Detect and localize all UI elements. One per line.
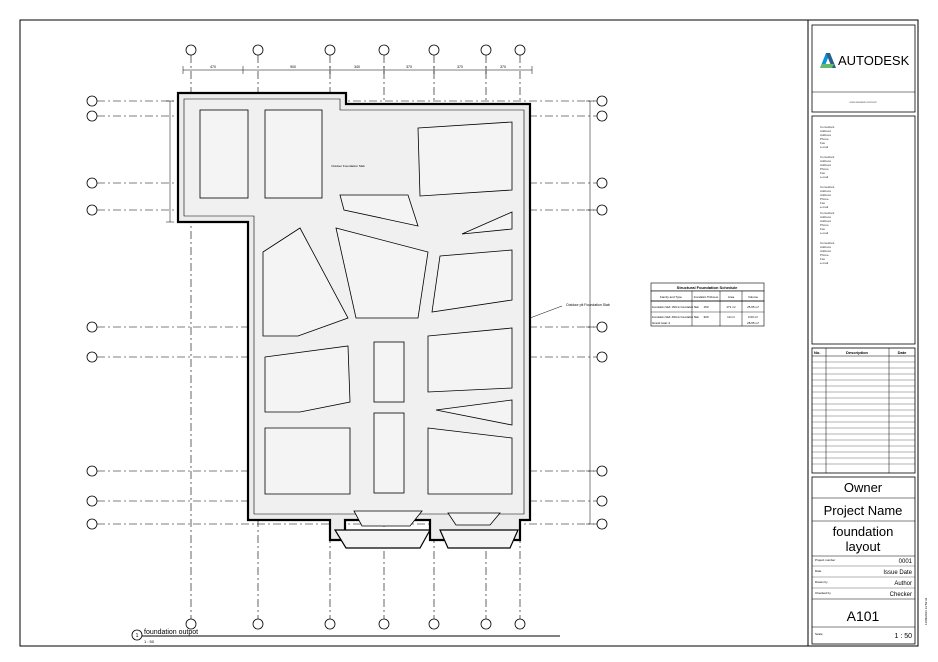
left-dimensions: [166, 100, 174, 223]
consultant-line: Fax: [820, 141, 826, 145]
schedule-cell: 300: [703, 315, 708, 319]
view-scale: 1 : 50: [144, 639, 155, 644]
brand-name: AUTODESK: [838, 53, 910, 68]
owner: Owner: [844, 480, 883, 495]
grid-bubbles: [86, 44, 608, 630]
consultant-line: Address: [820, 133, 832, 137]
logo-box: [811, 24, 916, 113]
top-dimension-labels: 470 900 340 370 370 370: [210, 65, 506, 69]
field-value: 0001: [899, 559, 913, 565]
scale-value: 1 : 50: [894, 633, 912, 640]
consultant-line: e-mail: [820, 205, 829, 209]
schedule-title: Structural Foundation Schedule: [677, 285, 738, 290]
revision-rows: [812, 361, 915, 465]
consultant-line: Phone: [820, 197, 829, 201]
dim-label: 370: [406, 65, 412, 69]
consultants-list: Consultant Address Address Phone Fax e-m…: [820, 125, 835, 265]
field-label: Date: [815, 569, 822, 573]
field-value: Checker: [890, 592, 912, 598]
dim-label: 370: [457, 65, 463, 69]
revision-table: [811, 347, 916, 474]
consultant-line: Fax: [820, 257, 826, 261]
right-dimensions: [586, 100, 594, 525]
foundation-plan: 470 900 340 370 370 370: [86, 44, 610, 644]
consultant-line: Phone: [820, 223, 829, 227]
schedule-header: Area: [728, 295, 735, 299]
consultant-line: Address: [820, 219, 832, 223]
consultant-line: Phone: [820, 253, 829, 257]
schedule-total-label: Grand total: 2: [652, 321, 671, 325]
schedule-cell: Foundation Slab: 150mm Foundation Slab: [652, 306, 699, 309]
schedule-header: Foundation Thickness: [694, 296, 719, 299]
schedule-cell: 25.65 m³: [747, 305, 759, 309]
foundation-schedule: Structural Foundation Schedule Family an…: [650, 282, 765, 327]
slab-panels: [199, 109, 513, 527]
consultant-line: Phone: [820, 137, 829, 141]
field-value: Author: [894, 581, 912, 587]
print-timestamp: 11/09/2023 13:59:32: [924, 597, 928, 625]
dim-label: 470: [210, 65, 216, 69]
consultant-line: Address: [820, 249, 832, 253]
revision-header: Date: [898, 350, 907, 355]
revision-header: No.: [814, 350, 820, 355]
consultant-line: Consultant: [820, 125, 835, 129]
field-value: Issue Date: [883, 570, 912, 576]
autodesk-logo-icon: [820, 53, 836, 68]
scale-label: Scale: [815, 632, 823, 636]
consultant-line: Address: [820, 159, 832, 163]
consultant-line: e-mail: [820, 261, 829, 265]
consultant-line: Address: [820, 163, 832, 167]
consultant-line: Consultant: [820, 155, 835, 159]
consultant-line: Consultant: [820, 241, 835, 245]
field-label: Checked by: [815, 591, 831, 595]
consultant-line: Address: [820, 129, 832, 133]
consultants-box: [811, 115, 916, 345]
consultant-line: e-mail: [820, 175, 829, 179]
schedule-cell: Foundation Slab: 300mm Foundation Slab: [652, 316, 699, 319]
view-title: foundation outpot: [144, 629, 198, 636]
consultant-line: Fax: [820, 227, 826, 231]
consultant-line: Address: [820, 245, 832, 249]
view-title-bubble: [131, 629, 143, 641]
callout-note: Outdoor pit Foundation Slab: [566, 303, 610, 307]
brand-tagline: www.autodesk.com/revit: [850, 101, 877, 104]
consultant-line: e-mail: [820, 231, 829, 235]
schedule-cell: 3.00 m³: [748, 315, 758, 319]
consultant-line: Address: [820, 193, 832, 197]
outdoor-slab-note: Outdoor Foundation Slab: [331, 164, 365, 168]
dim-label: 340: [354, 65, 360, 69]
top-dimensions: [182, 66, 533, 74]
schedule-cell: 150: [703, 305, 708, 309]
sheet-number: A101: [847, 608, 880, 624]
dim-label: 900: [290, 65, 296, 69]
schedule-cell: 171 m²: [726, 305, 735, 309]
consultant-line: Address: [820, 215, 832, 219]
consultant-line: Consultant: [820, 185, 835, 189]
consultant-line: Fax: [820, 171, 826, 175]
consultant-line: Fax: [820, 201, 826, 205]
schedule-cell: 10 m²: [727, 315, 735, 319]
field-label: Project number: [815, 558, 835, 562]
view-number: 1: [136, 633, 139, 639]
consultant-line: Consultant: [820, 211, 835, 215]
outdoor-pits: [333, 529, 519, 549]
consultant-line: e-mail: [820, 145, 829, 149]
sheet-name-line-2: layout: [846, 539, 881, 554]
sheet-name-line-1: foundation: [833, 524, 894, 539]
schedule-header: Volume: [748, 295, 758, 299]
plan-notes: Outdoor Foundation Slab: [331, 164, 365, 168]
project-name: Project Name: [824, 503, 903, 518]
field-label: Drawn by: [815, 580, 828, 584]
schedule-total-value: 28.65 m³: [747, 321, 759, 325]
project-info-box: [811, 476, 916, 645]
consultant-line: Phone: [820, 167, 829, 171]
title-block: AUTODESK www.autodesk.com/revit Consulta…: [811, 24, 928, 645]
schedule-header: Family and Type: [660, 295, 682, 299]
revision-header: Description: [846, 350, 869, 355]
consultant-line: Address: [820, 189, 832, 193]
sheet-border: [19, 19, 919, 647]
dim-label: 370: [500, 65, 506, 69]
callout-leader: [529, 305, 563, 319]
